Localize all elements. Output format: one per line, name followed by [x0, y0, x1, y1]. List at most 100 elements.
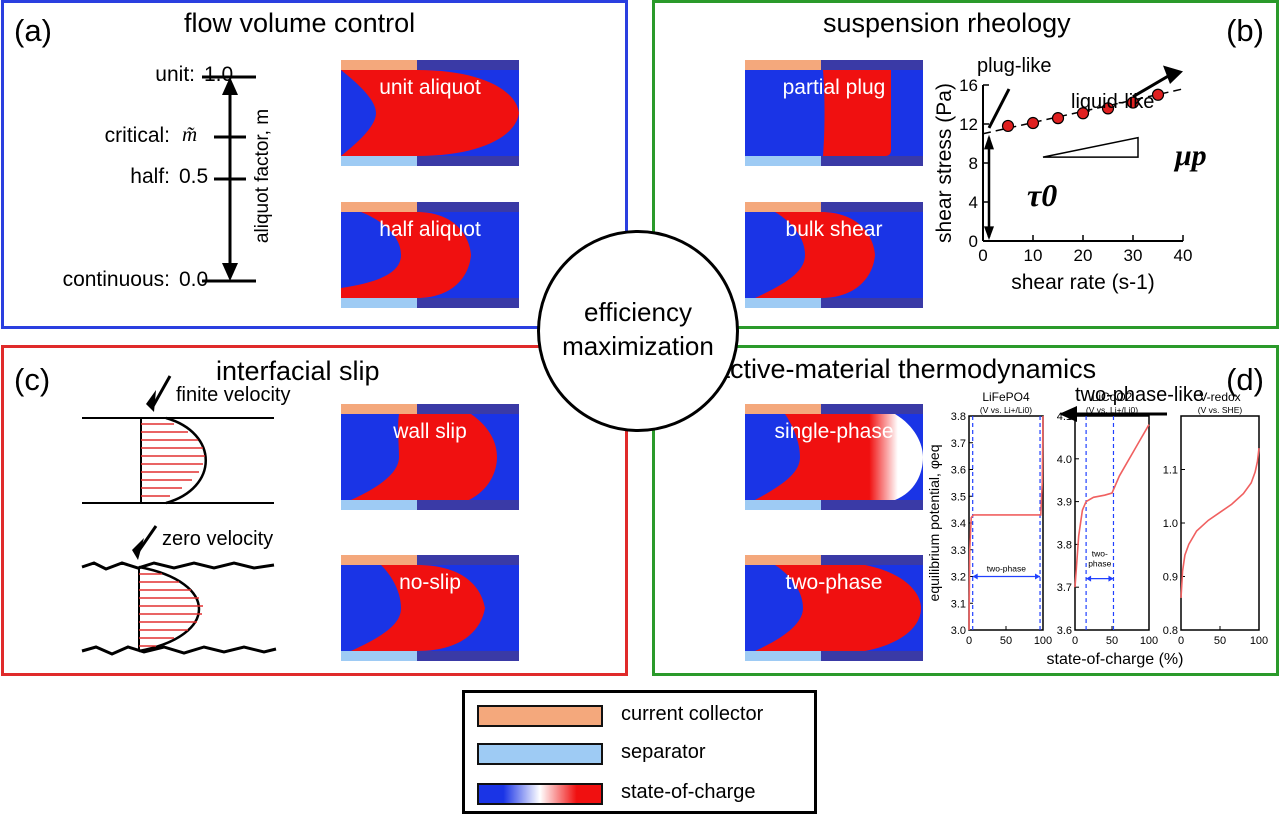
tick-continuous-value: 0.0	[179, 268, 209, 291]
y-tick-label: 3.9	[1057, 497, 1072, 509]
y-tick-label: 3.1	[951, 598, 966, 610]
zero-velocity-label: zero velocity	[162, 528, 274, 550]
y-tick-label: 3.2	[951, 572, 966, 584]
separator	[745, 500, 821, 510]
x-axis-label: state-of-charge (%)	[1047, 651, 1184, 668]
legend-label: state-of-charge	[621, 781, 756, 803]
legend-label: separator	[621, 741, 706, 763]
x-tick-label: 40	[1174, 246, 1193, 265]
y-axis-label: shear stress (Pa)	[935, 83, 956, 243]
electrode	[341, 414, 519, 500]
x-tick-label: 100	[1140, 635, 1158, 647]
y-tick-label: 3.8	[1057, 539, 1072, 551]
soc-front	[351, 565, 485, 651]
x-tick-label: 0	[966, 635, 972, 647]
legend-label: current collector	[621, 703, 764, 725]
y-tick-label: 0.9	[1163, 572, 1178, 584]
cell-label: partial plug	[782, 76, 886, 99]
cell-partial-plug: partial plug	[745, 60, 923, 166]
two-phase-label: phase	[1088, 559, 1111, 569]
y-axis-label: equilibrium potential, φeq	[927, 445, 942, 602]
current-collector	[341, 202, 417, 212]
potential-curve	[1180, 448, 1260, 598]
two-phase-arrowhead	[1035, 573, 1041, 580]
tick-critical-value: m̃	[182, 122, 198, 146]
cell-label: single-phase	[774, 420, 894, 443]
x-tick-label: 0	[978, 246, 987, 265]
center-line-1: efficiency	[584, 297, 692, 327]
two-phase-arrowhead	[972, 573, 978, 580]
y-tick-label: 3.8	[951, 411, 966, 423]
x-tick-label: 50	[1214, 635, 1226, 647]
electrode	[745, 565, 923, 651]
y-tick-label: 4	[969, 193, 978, 212]
panel-d-label: (d)	[1226, 362, 1264, 397]
separator	[745, 651, 821, 661]
tick-continuous-name: continuous:	[62, 268, 170, 291]
x-tick-label: 0	[1072, 635, 1078, 647]
subplot-title: LiCoO2	[1092, 390, 1133, 404]
separator	[341, 651, 417, 661]
plug-like-label: plug-like	[977, 55, 1052, 77]
liquid-like-arrowhead	[1163, 65, 1183, 85]
cell-label: bulk shear	[785, 218, 883, 241]
cell-label: half aliquot	[379, 218, 481, 241]
electrode	[341, 212, 519, 298]
panel-c-title: interfacial slip	[216, 356, 380, 386]
subplot-subtitle: (V vs. Li+/Li0)	[980, 405, 1032, 415]
slope-triangle	[1042, 136, 1139, 158]
electrode	[341, 565, 519, 651]
x-tick-label: 0	[1178, 635, 1184, 647]
x-tick-label: 20	[1074, 246, 1093, 265]
soc-front	[755, 212, 875, 298]
y-tick-label: 3.4	[951, 518, 966, 530]
subplot-frame	[968, 415, 1044, 631]
y-tick-label: 3.3	[951, 545, 966, 557]
y-tick-label: 1.0	[1163, 518, 1178, 530]
x-tick-label: 10	[1024, 246, 1043, 265]
cell-label: no-slip	[399, 571, 461, 594]
data-point	[1101, 102, 1115, 115]
y-tick-label: 3.6	[1057, 625, 1072, 637]
legend: current collector separator state-of-cha…	[462, 690, 817, 814]
tick-half-name: half:	[130, 165, 170, 188]
subplot-frame	[1180, 415, 1260, 631]
slip-profiles	[81, 375, 277, 656]
y-tick-label: 3.0	[951, 625, 966, 637]
panel-a-label: (a)	[14, 13, 52, 48]
two-phase-label: two-phase	[987, 564, 1026, 574]
cell-no-slip: no-slip	[341, 555, 519, 661]
electrode	[745, 212, 923, 298]
fit-line	[982, 88, 1184, 135]
cell-wall-slip: wall slip	[341, 404, 519, 510]
y-tick-label: 1.1	[1163, 465, 1178, 477]
separator-swatch	[477, 743, 603, 765]
mu-p-label: μp	[1175, 139, 1207, 172]
cell-label: wall slip	[393, 420, 467, 443]
current-collector	[745, 555, 821, 565]
tau0-arrowhead-top	[984, 134, 994, 150]
current-collector	[745, 404, 821, 414]
tau0-arrowhead-bottom	[984, 226, 994, 241]
center-label: efficiency maximization	[540, 295, 736, 363]
y-tick-label: 3.5	[951, 491, 966, 503]
plug-like-arrow	[987, 88, 1011, 129]
current-collector	[745, 60, 821, 70]
two-phase-like-arrow	[1059, 406, 1167, 422]
data-point	[1001, 119, 1015, 133]
y-tick-label: 4.1	[1057, 411, 1072, 423]
aliquot-axis-label: aliquot factor, m	[252, 108, 274, 244]
panel-a-title: flow volume control	[184, 8, 416, 38]
x-axis-label: shear rate (s-1)	[1011, 271, 1155, 294]
separator	[745, 156, 821, 166]
two-phase-arrowhead	[1108, 575, 1114, 582]
two-phase-label: two-	[1092, 549, 1108, 559]
panel-d: (d) active-material thermodynamics two-p…	[652, 345, 1279, 676]
cell-bulk-shear: bulk shear	[745, 202, 923, 308]
x-tick-label: 100	[1250, 635, 1268, 647]
two-phase-arrowhead	[1086, 575, 1092, 582]
electrode	[341, 70, 519, 156]
separator	[341, 500, 417, 510]
equilibrium-charts: LiFePO4(V vs. Li+/Li0)3.03.13.23.33.43.5…	[927, 390, 1268, 668]
y-tick-label: 4.0	[1057, 454, 1072, 466]
